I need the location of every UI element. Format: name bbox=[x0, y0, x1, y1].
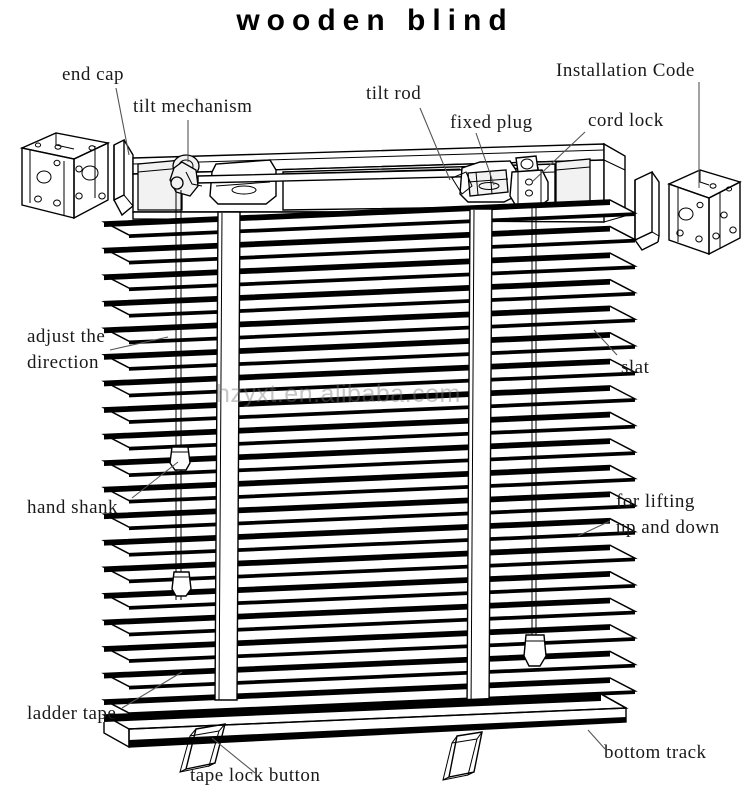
slat-rear-edge bbox=[129, 531, 635, 557]
bottom-track-icon bbox=[101, 693, 629, 749]
hand-shank-lower-icon bbox=[171, 571, 192, 597]
slat-rear-edge bbox=[129, 637, 635, 663]
leader-end-cap bbox=[115, 87, 130, 156]
leader-lifting bbox=[577, 520, 611, 537]
label-tape-lock-button: tape lock button bbox=[190, 765, 321, 786]
ladder-tape-left-icon bbox=[214, 211, 241, 701]
slat-rear-edge bbox=[129, 425, 635, 451]
leader-ladder-tape bbox=[121, 671, 183, 709]
left-installation-bracket-icon bbox=[19, 132, 111, 220]
slat-rear-edge bbox=[129, 398, 635, 424]
cord-tassel-icon bbox=[523, 634, 547, 667]
left-end-cap-icon bbox=[113, 138, 134, 217]
leader-lines bbox=[109, 82, 700, 774]
slat-rear-edge bbox=[129, 319, 635, 345]
leader-cord-lock bbox=[531, 131, 586, 183]
label-tilt-mechanism: tilt mechanism bbox=[133, 96, 253, 117]
right-end-cap-icon bbox=[634, 170, 660, 251]
label-hand-shank: hand shank bbox=[27, 497, 119, 518]
slat-rear-edge bbox=[129, 372, 635, 398]
cord-lock-icon bbox=[509, 155, 549, 207]
leader-tilt-rod bbox=[419, 107, 451, 181]
slat-rear-edge bbox=[129, 452, 635, 477]
label-bottom-track: bottom track bbox=[604, 742, 707, 763]
slat-rear-edge bbox=[129, 292, 635, 318]
slat-rear-edge bbox=[129, 478, 635, 504]
label-lifting-line2: up and down bbox=[616, 517, 720, 538]
label-cord-lock: cord lock bbox=[588, 110, 664, 131]
lift-cord-right bbox=[523, 205, 547, 667]
page-title: wooden blind bbox=[236, 4, 514, 37]
label-fixed-plug: fixed plug bbox=[450, 112, 533, 133]
leader-bottom-track bbox=[587, 729, 606, 750]
leader-adjust-direction bbox=[109, 336, 169, 351]
leader-fixed-plug bbox=[475, 132, 495, 186]
slat-rear-edge bbox=[129, 558, 635, 584]
leader-hand-shank bbox=[131, 461, 179, 499]
installation-code-bracket-icon bbox=[667, 169, 742, 256]
slat-rear-edge bbox=[129, 266, 635, 292]
slat-rear-edge bbox=[129, 345, 635, 371]
label-ladder-tape: ladder tape bbox=[27, 703, 117, 724]
fixed-plug-icon bbox=[451, 160, 517, 203]
label-lifting-line1: for lifting bbox=[616, 491, 695, 512]
slat-rear-edge bbox=[129, 213, 635, 238]
label-adjust-direction-line2: direction bbox=[27, 352, 100, 373]
slat-rear-edge bbox=[129, 611, 635, 637]
label-tilt-rod: tilt rod bbox=[366, 83, 422, 104]
label-installation-code: Installation Code bbox=[556, 60, 695, 81]
label-end-cap: end cap bbox=[62, 64, 125, 85]
label-adjust-direction-line1: adjust the bbox=[27, 326, 106, 347]
slat-rear-edge bbox=[129, 239, 635, 265]
label-slat: slat bbox=[621, 357, 650, 378]
tape-lock-button-left-icon bbox=[179, 723, 226, 773]
ladder-tape-right-icon bbox=[466, 208, 493, 713]
leader-slat bbox=[593, 329, 618, 356]
slat-rear-edge bbox=[129, 505, 635, 531]
slat-rear-edge bbox=[129, 584, 635, 610]
slat-rear-edge bbox=[129, 664, 635, 690]
tape-lock-button-right-icon bbox=[442, 731, 483, 781]
leader-tape-lock-button bbox=[211, 737, 256, 774]
